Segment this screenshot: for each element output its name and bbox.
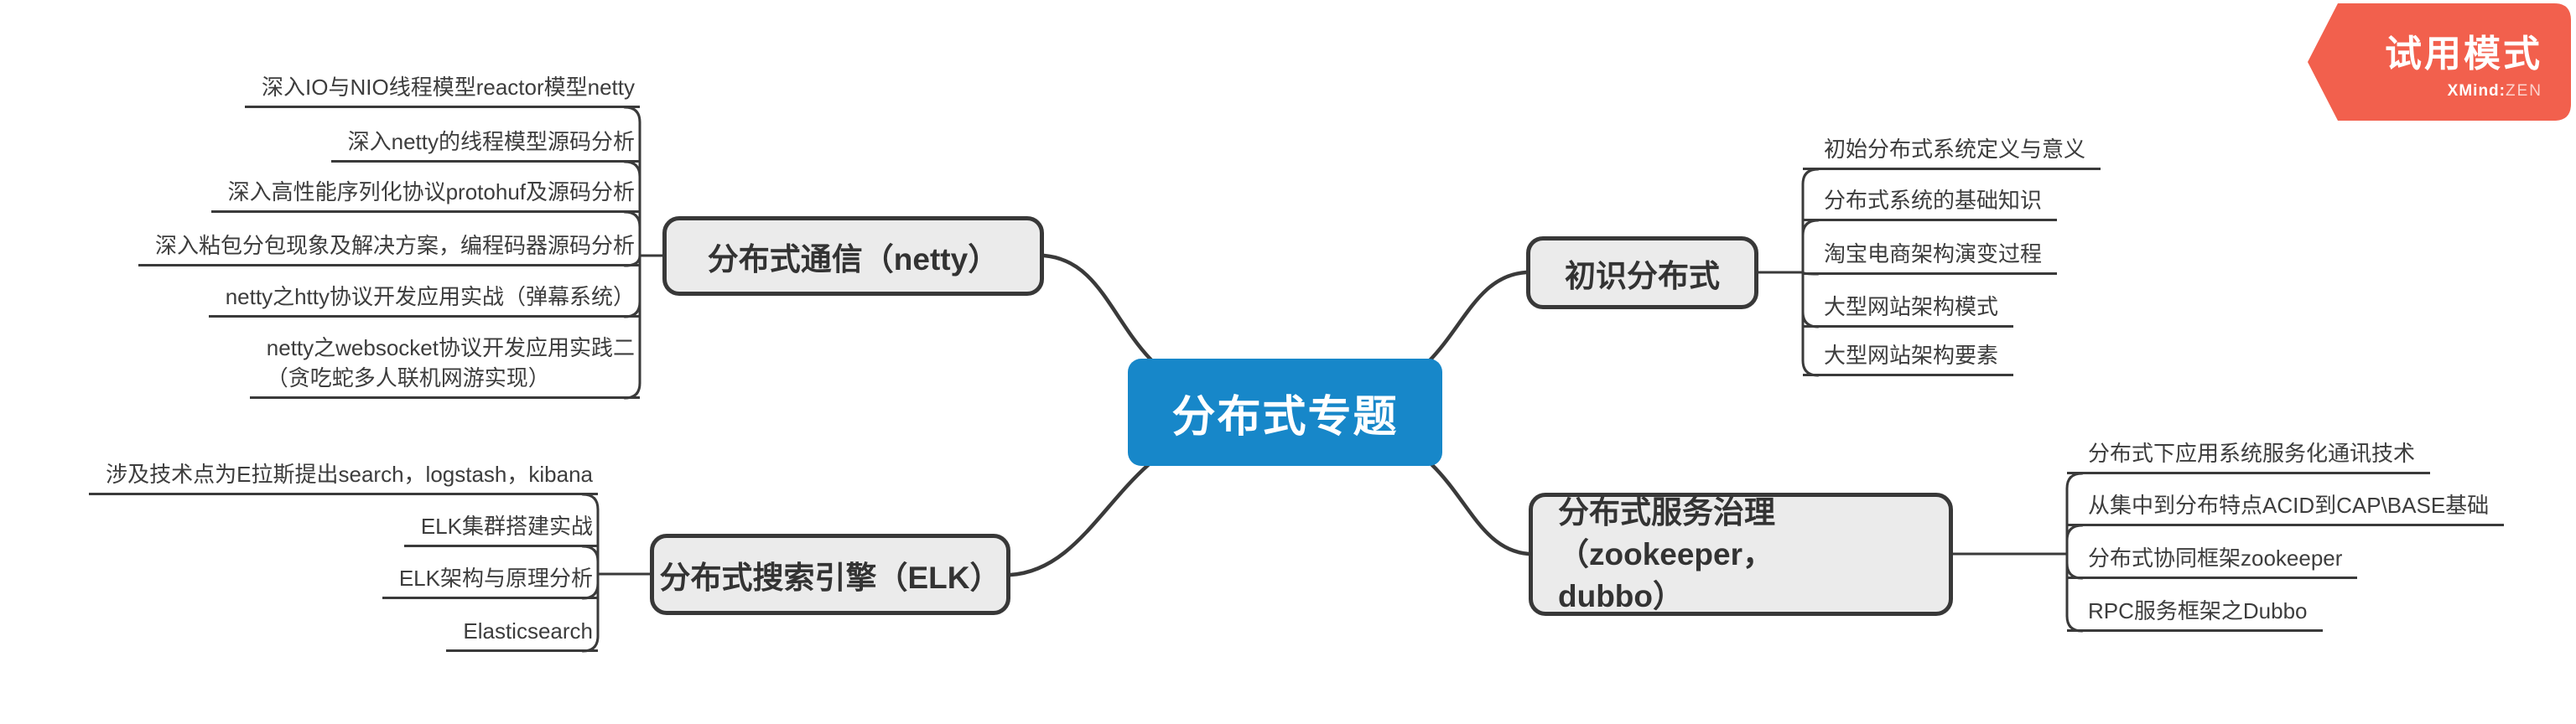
subtopic-chushi-2[interactable]: 淘宝电商架构演变过程: [1803, 239, 2058, 275]
central-topic[interactable]: 分布式专题: [1128, 359, 1442, 466]
branch-topic-chushi[interactable]: 初识分布式: [1526, 236, 1758, 309]
subtopic-netty-4[interactable]: netty之htty协议开发应用实战（弹幕系统）: [208, 282, 640, 318]
branch-topic-zookeeper-label: 分布式服务治理（zookeeper， dubbo）: [1558, 494, 1775, 613]
subtopic-netty-5[interactable]: netty之websocket协议开发应用实践二 （贪吃蛇多人联机网游实现）: [249, 333, 640, 399]
trial-badge-title: 试用模式: [2385, 34, 2542, 75]
subtopic-zk-1[interactable]: 从集中到分布特点ACID到CAP\BASE基础: [2067, 490, 2505, 526]
subtopic-netty-3[interactable]: 深入粘包分包现象及解决方案，编程码器源码分析: [138, 230, 640, 266]
subtopic-elk-0[interactable]: 涉及技术点为E拉斯提出search，logstash，kibana: [89, 459, 598, 495]
trial-badge-ribbon: [2308, 3, 2571, 121]
subtopic-chushi-0[interactable]: 初始分布式系统定义与意义: [1803, 134, 2101, 170]
subtopic-chushi-3[interactable]: 大型网站架构模式: [1803, 292, 2014, 328]
subtopic-elk-3[interactable]: Elasticsearch: [446, 616, 598, 652]
subtopic-zk-2[interactable]: 分布式协同框架zookeeper: [2067, 543, 2358, 579]
subtopic-zk-3[interactable]: RPC服务框架之Dubbo: [2067, 596, 2323, 632]
subtopic-netty-0[interactable]: 深入IO与NIO线程模型reactor模型netty: [245, 72, 640, 108]
zk-child-wires: [1951, 472, 2084, 633]
trial-badge[interactable]: 试用模式 XMind:ZEN: [2304, 0, 2576, 124]
subtopic-chushi-4[interactable]: 大型网站架构要素: [1803, 340, 2014, 376]
xmind-logo-zen: ZEN: [2506, 82, 2542, 100]
central-topic-label: 分布式专题: [1171, 392, 1399, 442]
subtopic-elk-1[interactable]: ELK集群搭建实战: [403, 511, 598, 547]
branch-topic-netty-label: 分布式通信（netty）: [707, 241, 1000, 277]
subtopic-zk-0[interactable]: 分布式下应用系统服务化通讯技术: [2067, 438, 2431, 474]
branch-topic-elk-label: 分布式搜索引擎（ELK）: [659, 560, 1001, 595]
subtopic-chushi-1[interactable]: 分布式系统的基础知识: [1803, 185, 2058, 221]
branch-topic-netty[interactable]: 分布式通信（netty）: [662, 216, 1044, 296]
subtopic-netty-2[interactable]: 深入高性能序列化协议protohuf及源码分析: [210, 177, 640, 213]
branch-topic-zookeeper[interactable]: 分布式服务治理（zookeeper， dubbo）: [1529, 493, 1953, 616]
xmind-logo-bold: XMind:: [2447, 82, 2506, 100]
subtopic-elk-2[interactable]: ELK架构与原理分析: [382, 563, 598, 599]
branch-topic-elk[interactable]: 分布式搜索引擎（ELK）: [650, 534, 1010, 615]
subtopic-netty-1[interactable]: 深入netty的线程模型源码分析: [330, 127, 640, 163]
branch-topic-chushi-label: 初识分布式: [1565, 258, 1720, 293]
xmind-zen-logo: XMind:ZEN: [2448, 82, 2576, 101]
